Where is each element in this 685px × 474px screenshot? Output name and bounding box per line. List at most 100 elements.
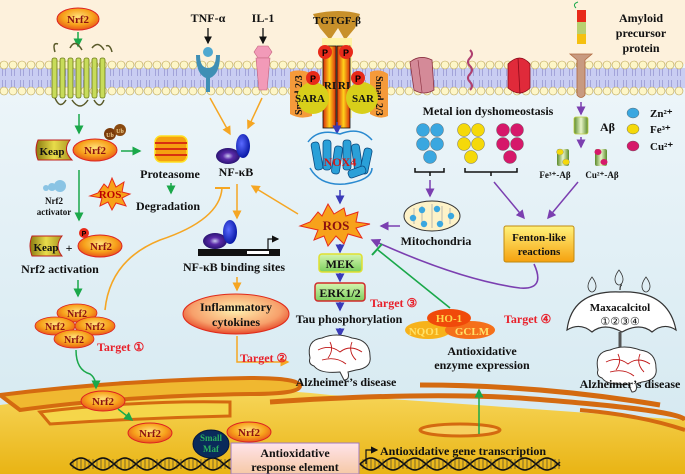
lipid-head [179,86,189,96]
lipid-head [674,86,684,96]
nrf2-label: Nrf2 [45,322,65,333]
sara-right-label: SAR [352,93,375,105]
nrf2-ligand-label: Nrf2 [67,14,89,26]
metal-ion [510,137,524,151]
abeta-icon: Aβ [573,116,615,135]
phospho-label: P [322,48,328,58]
nrf2-label: Nrf2 [90,241,112,253]
enzymes-label-1: Antioxidative [447,344,517,358]
lipid-head [386,60,396,70]
tgf-beta-label: TGTGF-β [313,15,361,27]
lipid-head [647,60,657,70]
lipid-head [395,86,405,96]
nrf2-activation-label: Nrf2 activation [21,262,99,276]
lipid-head [8,86,18,96]
brain-icon [308,334,371,381]
erk-box: ERK1/2 [314,282,366,302]
lipid-head [620,60,630,70]
lipid-head [197,86,207,96]
lipid-head [485,60,495,70]
lipid-head [377,60,387,70]
inhibition-bar-ros [371,243,383,256]
lipid-head [494,60,504,70]
lipid-head [242,86,252,96]
cu-ions [496,123,524,164]
legend-swatch-cu [626,140,640,152]
cu-abeta-icon [594,149,608,166]
enzymes-label-2: enzyme expression [434,358,530,372]
ubiquitin-label: Ub [116,129,124,135]
amyloid-precursor-protein: Amyloid precursor protein [568,1,667,98]
il1-receptor [253,45,273,91]
abeta-label: Aβ [600,120,615,134]
lipid-head [188,60,198,70]
lipid-head [638,60,648,70]
lipid-head [449,60,459,70]
arrow-tnf-to-nfkb [209,97,231,136]
metal-ion [471,137,485,151]
metal-ion [416,137,430,151]
legend-swatch-zn [626,107,640,119]
lipid-head [287,60,297,70]
lipid-head [386,86,396,96]
lipid-head [134,86,144,96]
metal-ion [430,137,444,151]
app-label-line1: Amyloid [619,11,663,25]
fenton-label-2: reactions [518,246,561,258]
channel-protein-pink [409,57,435,94]
mitochondria-icon [403,200,461,232]
gclm-label: GCLM [455,326,490,338]
nrf2-label: Nrf2 [67,309,87,320]
degradation-label: Degradation [136,199,200,213]
keap-plus-nrf2: Keap + Nrf2 P [29,228,123,258]
lipid-head [134,60,144,70]
metal-ion [457,123,471,137]
lipid-head [278,60,288,70]
lipid-head [656,86,666,96]
lipid-head [494,86,504,96]
lipid-head [530,60,540,70]
lipid-head [188,86,198,96]
nox4-label: NOX4 [324,155,357,169]
nfkb-binding-sites-label: NF-κB binding sites [183,260,285,274]
lipid-head [557,60,567,70]
lipid-head [485,86,495,96]
nfkb-complex [216,134,250,164]
arrow-il1-to-nfkb [247,97,263,130]
lipid-head [629,86,639,96]
lipid-head [314,60,324,70]
smad-right-label: Smad 2/3 [373,76,384,116]
metal-ion [510,123,524,137]
inhibition-nrf2-to-nfkb [104,187,223,311]
lipid-head [278,86,288,96]
lipid-head [611,86,621,96]
nucleus [0,375,685,474]
keap-label: Keap [39,146,64,158]
maxacalcitol-label: Maxacalcitol [590,302,650,314]
proteasome-icon [154,135,188,163]
nrf2-nuclear-entry: Nrf2 [80,390,126,412]
ros-small-label: ROS [99,189,122,201]
inflammatory-cytokines: Inflammatory cytokines [182,293,290,335]
metal-ion [464,150,478,164]
ri-label-left: RI [324,80,336,92]
fenton-label-1: Fenton-like [512,232,566,244]
lipid-head [305,60,315,70]
lipid-head [404,86,414,96]
lipid-head [620,86,630,96]
nrf2-label: Nrf2 [92,396,114,408]
brain-icon-right [596,346,657,393]
cytokines-label-2: cytokines [212,315,260,329]
nrf2-label: Nrf2 [238,427,260,439]
lipid-head [161,86,171,96]
legend-label-zn: Zn²⁺ [650,108,673,120]
arrow-abeta-to-fenton [547,181,579,220]
target-3-label: Target ③ [370,296,418,310]
lipid-head [350,60,360,70]
maxacalcitol-targets: ①②③④ [600,315,640,328]
lipid-head [566,86,576,96]
app-label-line2: precursor [616,26,667,40]
plus-sign: + [66,241,73,255]
nfkb-binding-sites [198,220,280,256]
